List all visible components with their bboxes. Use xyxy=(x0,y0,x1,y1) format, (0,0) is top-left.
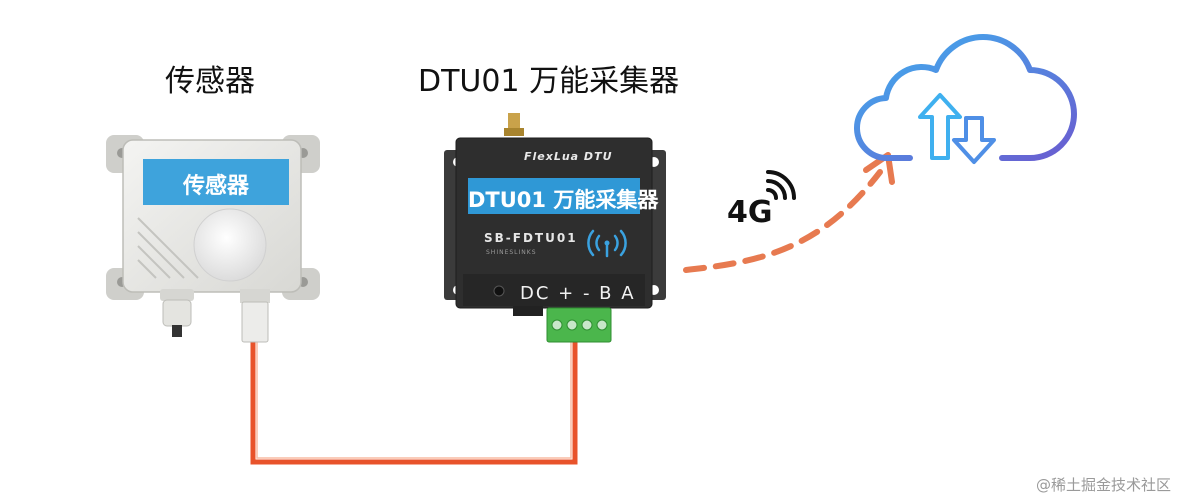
dtu-device xyxy=(444,113,666,343)
sensor-title: 传感器 xyxy=(165,64,255,99)
network-label: 4G xyxy=(727,195,773,230)
dtu-brand-text: FlexLua DTU xyxy=(524,150,613,163)
sensor-device xyxy=(106,135,320,343)
uplink-arrow xyxy=(683,152,895,273)
dtu-sub-text: SHINESLINKS xyxy=(486,249,537,256)
signal-waves-icon xyxy=(766,170,796,200)
sensor-panel-label: 传感器 xyxy=(182,174,249,199)
dtu-title: DTU01 万能采集器 xyxy=(418,64,680,99)
dtu-terminal-labels: DC + - B A xyxy=(520,283,636,304)
dtu-panel-label: DTU01 万能采集器 xyxy=(468,188,659,212)
wireless-signal-icon xyxy=(587,229,627,258)
upload-download-icon xyxy=(918,93,996,164)
dtu-model-text: SB-FDTU01 xyxy=(484,231,578,245)
connection-wire xyxy=(250,340,578,465)
watermark: @稀土掘金技术社区 xyxy=(1036,476,1172,494)
cloud-icon xyxy=(854,34,1077,162)
